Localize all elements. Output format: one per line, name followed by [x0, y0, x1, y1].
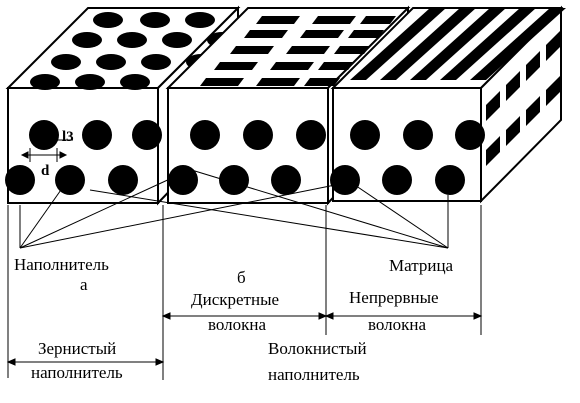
short-fibre — [214, 62, 258, 70]
side-fibre — [506, 71, 520, 101]
bracket-granular-arrow-r — [155, 358, 165, 366]
continuous-fibre — [350, 8, 446, 80]
label-letter-a: а — [80, 275, 88, 294]
top-particles — [30, 12, 237, 90]
continuous-fibre — [410, 8, 506, 80]
fibre-section — [243, 120, 273, 150]
front-particles — [5, 120, 162, 195]
top-continuous-fibres — [350, 8, 566, 80]
short-fibre — [304, 78, 340, 86]
short-fibre — [360, 16, 396, 24]
short-fibre — [256, 78, 300, 86]
fibre-section — [190, 120, 220, 150]
short-fibre — [270, 62, 314, 70]
front-fibre-sections — [168, 120, 326, 195]
bracket-continuous-arrow-r — [473, 312, 483, 320]
short-fibre — [200, 78, 244, 86]
short-fibre — [334, 46, 370, 54]
particle-top — [117, 32, 147, 48]
leader-matrix-1 — [89, 189, 449, 249]
side-continuous-fibres — [486, 31, 560, 166]
side-fibre — [506, 116, 520, 146]
leader-lines — [19, 167, 449, 249]
fibre-section — [455, 120, 485, 150]
fibre-section — [330, 165, 360, 195]
label-matrix: Матрица — [389, 256, 454, 275]
continuous-fibre — [440, 8, 536, 80]
bracket-discrete-arrow-r — [318, 312, 328, 320]
label-continuous-1: Непрервные — [349, 288, 439, 307]
continuous-fibre — [470, 8, 566, 80]
particle-top — [185, 12, 215, 28]
bracket-granular-arrow-l — [6, 358, 16, 366]
dim-d-label: d — [41, 163, 50, 179]
particle-top — [120, 74, 150, 90]
particle-top — [72, 32, 102, 48]
particle-front — [5, 165, 35, 195]
leader-filler-2 — [19, 171, 186, 249]
particle-top — [162, 32, 192, 48]
particle-front — [108, 165, 138, 195]
short-fibre — [230, 46, 274, 54]
side-fibre — [546, 76, 560, 106]
particle-front — [82, 120, 112, 150]
label-granular-2: наполнитель — [31, 363, 123, 382]
particle-top — [141, 54, 171, 70]
top-short-fibres — [200, 16, 396, 86]
fibre-section — [219, 165, 249, 195]
particle-top — [140, 12, 170, 28]
short-fibre — [300, 30, 344, 38]
leader-matrix-2 — [184, 167, 449, 249]
fibre-section — [350, 120, 380, 150]
fibre-section — [168, 165, 198, 195]
range-brackets — [6, 205, 483, 380]
label-letter-b: б — [237, 268, 246, 287]
label-granular-1: Зернистый — [38, 339, 116, 358]
particle-front — [29, 120, 59, 150]
bracket-discrete-arrow-l — [161, 312, 171, 320]
side-fibre — [486, 136, 500, 166]
particle-top — [30, 74, 60, 90]
block-continuous-fibres — [330, 5, 566, 204]
fibre-section — [403, 120, 433, 150]
block-granular — [5, 5, 241, 206]
particle-top — [51, 54, 81, 70]
leader-filler-3 — [19, 184, 336, 249]
fibre-section — [296, 120, 326, 150]
label-fibrous-1: Волокнистый — [268, 339, 367, 358]
particle-top — [75, 74, 105, 90]
label-discrete-2: волокна — [208, 315, 267, 334]
short-fibre — [318, 62, 354, 70]
label-filler: Наполнитель — [14, 255, 109, 274]
label-continuous-2: волокна — [368, 315, 427, 334]
dim-d-arrow-right — [59, 151, 68, 159]
side-fibre — [526, 51, 540, 81]
bracket-continuous-arrow-l — [324, 312, 334, 320]
short-fibre — [244, 30, 288, 38]
side-fibre — [526, 96, 540, 126]
fibre-section — [382, 165, 412, 195]
side-fibre — [486, 91, 500, 121]
continuous-fibre — [380, 8, 476, 80]
label-discrete-1: Дискретные — [191, 290, 279, 309]
short-fibre — [286, 46, 330, 54]
front-continuous-sections — [330, 120, 485, 195]
dimension-marks — [20, 139, 73, 162]
leader-filler-1 — [19, 169, 76, 249]
particle-top — [93, 12, 123, 28]
short-fibre — [256, 16, 300, 24]
dim-l3-label: l3 — [62, 129, 74, 145]
fibre-section — [271, 165, 301, 195]
side-fibre — [546, 31, 560, 61]
dim-d-arrow-left — [20, 151, 29, 159]
particle-front — [132, 120, 162, 150]
particle-top — [96, 54, 126, 70]
label-fibrous-2: наполнитель — [268, 365, 360, 384]
short-fibre — [348, 30, 384, 38]
particle-front — [55, 165, 85, 195]
fibre-section — [435, 165, 465, 195]
leader-matrix-3 — [339, 174, 449, 249]
short-fibre — [312, 16, 356, 24]
